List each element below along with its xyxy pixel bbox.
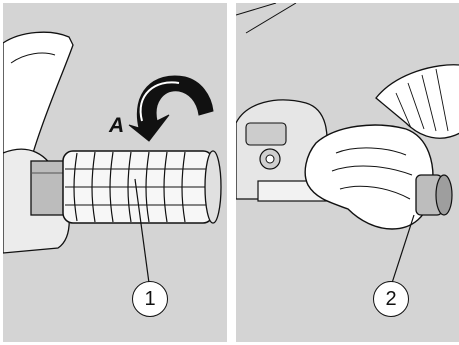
right-illustration-panel: 2 xyxy=(236,3,459,342)
throttle-grip-illustration xyxy=(3,3,227,342)
arrow-label-a: A xyxy=(109,114,124,138)
left-illustration-panel: A 1 xyxy=(3,3,227,342)
grip-hand-illustration xyxy=(236,3,459,342)
rotation-arrow-icon xyxy=(129,76,213,141)
callout-2: 2 xyxy=(373,281,409,317)
callout-1: 1 xyxy=(132,281,168,317)
